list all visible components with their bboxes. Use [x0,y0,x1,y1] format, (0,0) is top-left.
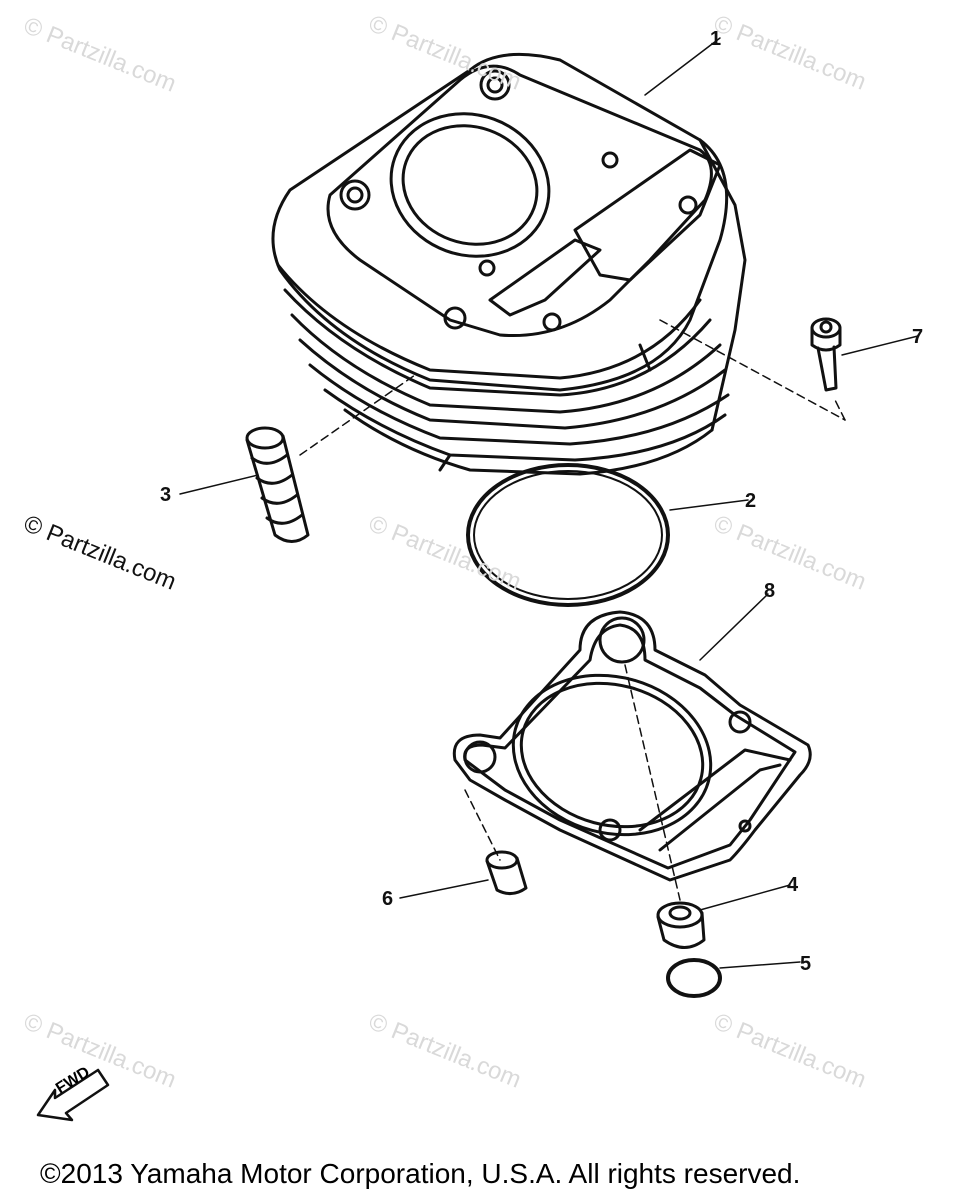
cylinder-part-1 [271,52,747,476]
sleeve-part-3 [245,426,310,543]
fwd-arrow-icon [36,1068,110,1122]
callout-1: 1 [710,28,722,50]
o-ring-part-2 [466,463,670,607]
o-ring-part-5 [666,958,722,998]
callout-6: 6 [382,888,394,910]
callout-4: 4 [787,874,799,896]
callout-2: 2 [745,490,757,512]
dowel-part-4 [656,901,706,949]
copyright-text: ©2013 Yamaha Motor Corporation, U.S.A. A… [40,1158,801,1189]
bolt-part-7 [810,317,842,392]
callout-7: 7 [912,326,924,348]
gasket-part-8 [452,610,812,882]
callout-5: 5 [800,953,812,975]
dowel-part-6 [485,850,528,895]
callout-3: 3 [160,484,172,506]
callout-8: 8 [764,580,776,602]
leader-lines [179,37,919,969]
